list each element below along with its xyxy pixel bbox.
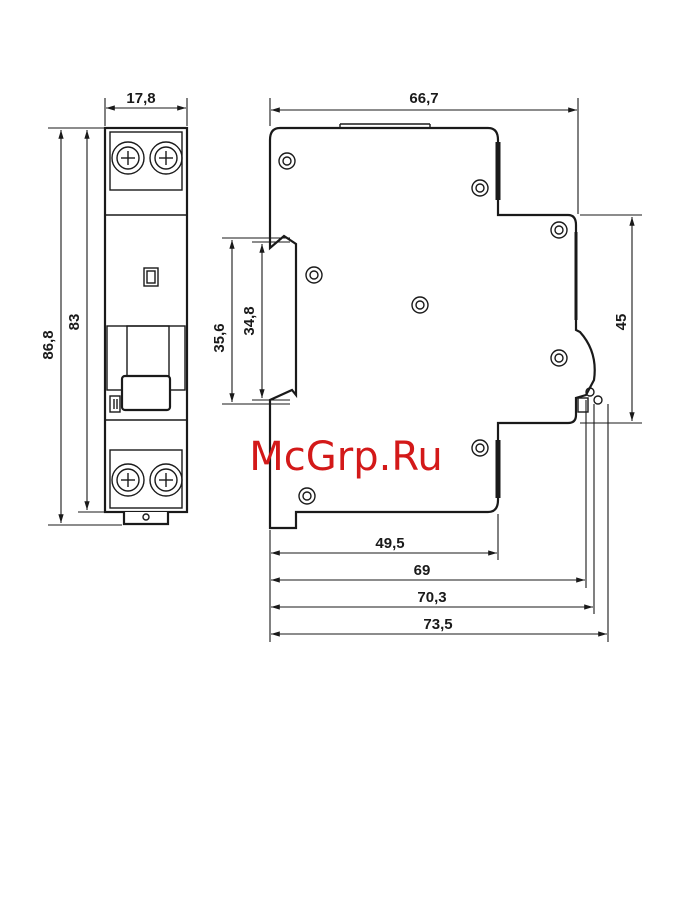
top-screw-right-icon [150, 142, 182, 174]
dim-side-width-top: 66,7 [409, 90, 438, 107]
bottom-screw-left-icon [112, 464, 144, 496]
dim-side-rail-outer: 35,6 [211, 323, 228, 352]
watermark-text: McGrp.Ru [249, 434, 442, 480]
front-body-outline [105, 128, 187, 512]
front-view: 17,8 86,8 83 [40, 90, 187, 525]
top-screw-left-icon [112, 142, 144, 174]
side-view: 66,7 35,6 34,8 45 49,5 69 70,3 73,5 [211, 90, 642, 642]
dim-front-height-body: 83 [66, 314, 83, 331]
dim-side-depth-3: 70,3 [417, 589, 446, 606]
dim-front-width: 17,8 [126, 90, 155, 107]
dim-side-front-height: 45 [613, 314, 630, 331]
dim-side-depth-4: 73,5 [423, 616, 452, 633]
dim-side-rail-inner: 34,8 [241, 306, 258, 335]
dim-side-depth-2: 69 [414, 562, 431, 579]
bottom-screw-right-icon [150, 464, 182, 496]
dim-front-height-total: 86,8 [40, 330, 57, 359]
dim-side-depth-1: 49,5 [375, 535, 404, 552]
toggle-lever [122, 376, 170, 410]
